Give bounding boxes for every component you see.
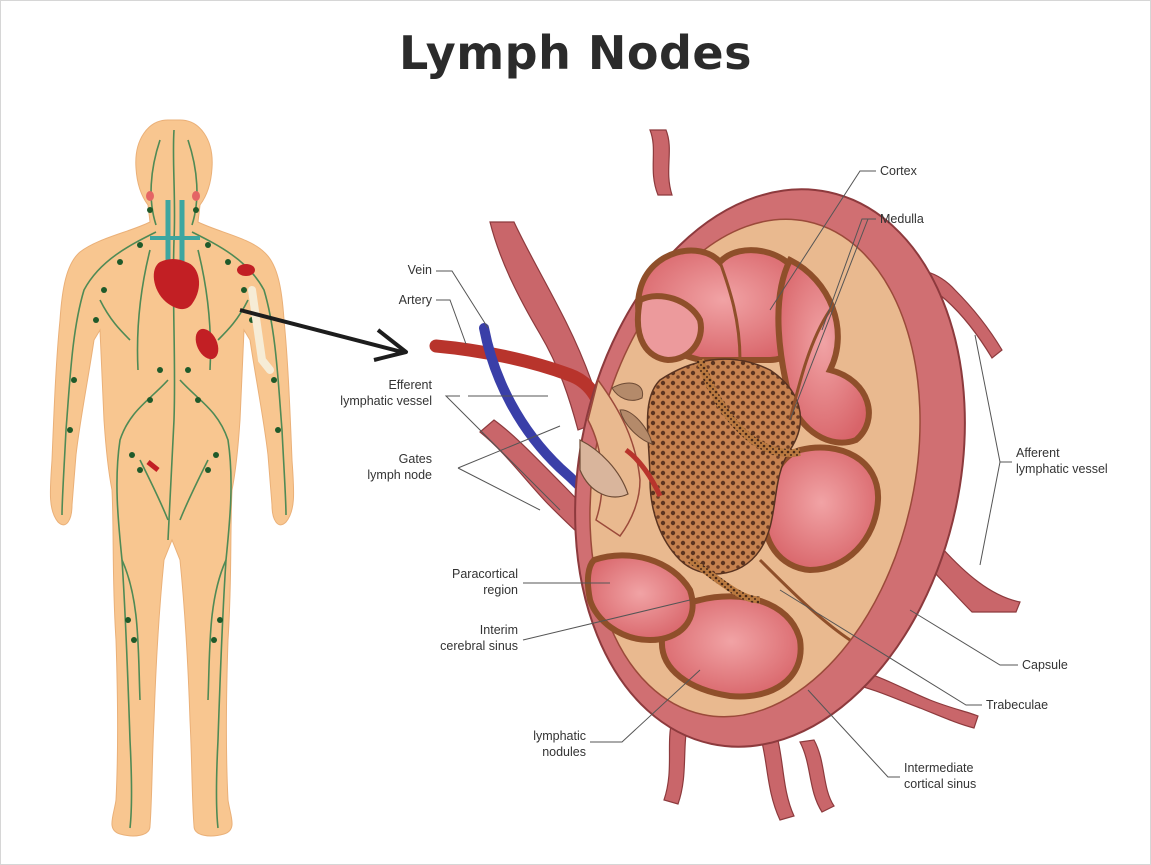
body-silhouette [50, 120, 293, 836]
label-artery: Artery [370, 292, 432, 308]
label-medulla: Medulla [880, 211, 924, 227]
lymph-node-section [436, 130, 1020, 820]
label-cortex: Cortex [880, 163, 917, 179]
label-trabeculae: Trabeculae [986, 697, 1048, 713]
label-vein: Vein [370, 262, 432, 278]
label-capsule: Capsule [1022, 657, 1068, 673]
thymus [237, 264, 255, 276]
human-body-figure [50, 120, 293, 836]
